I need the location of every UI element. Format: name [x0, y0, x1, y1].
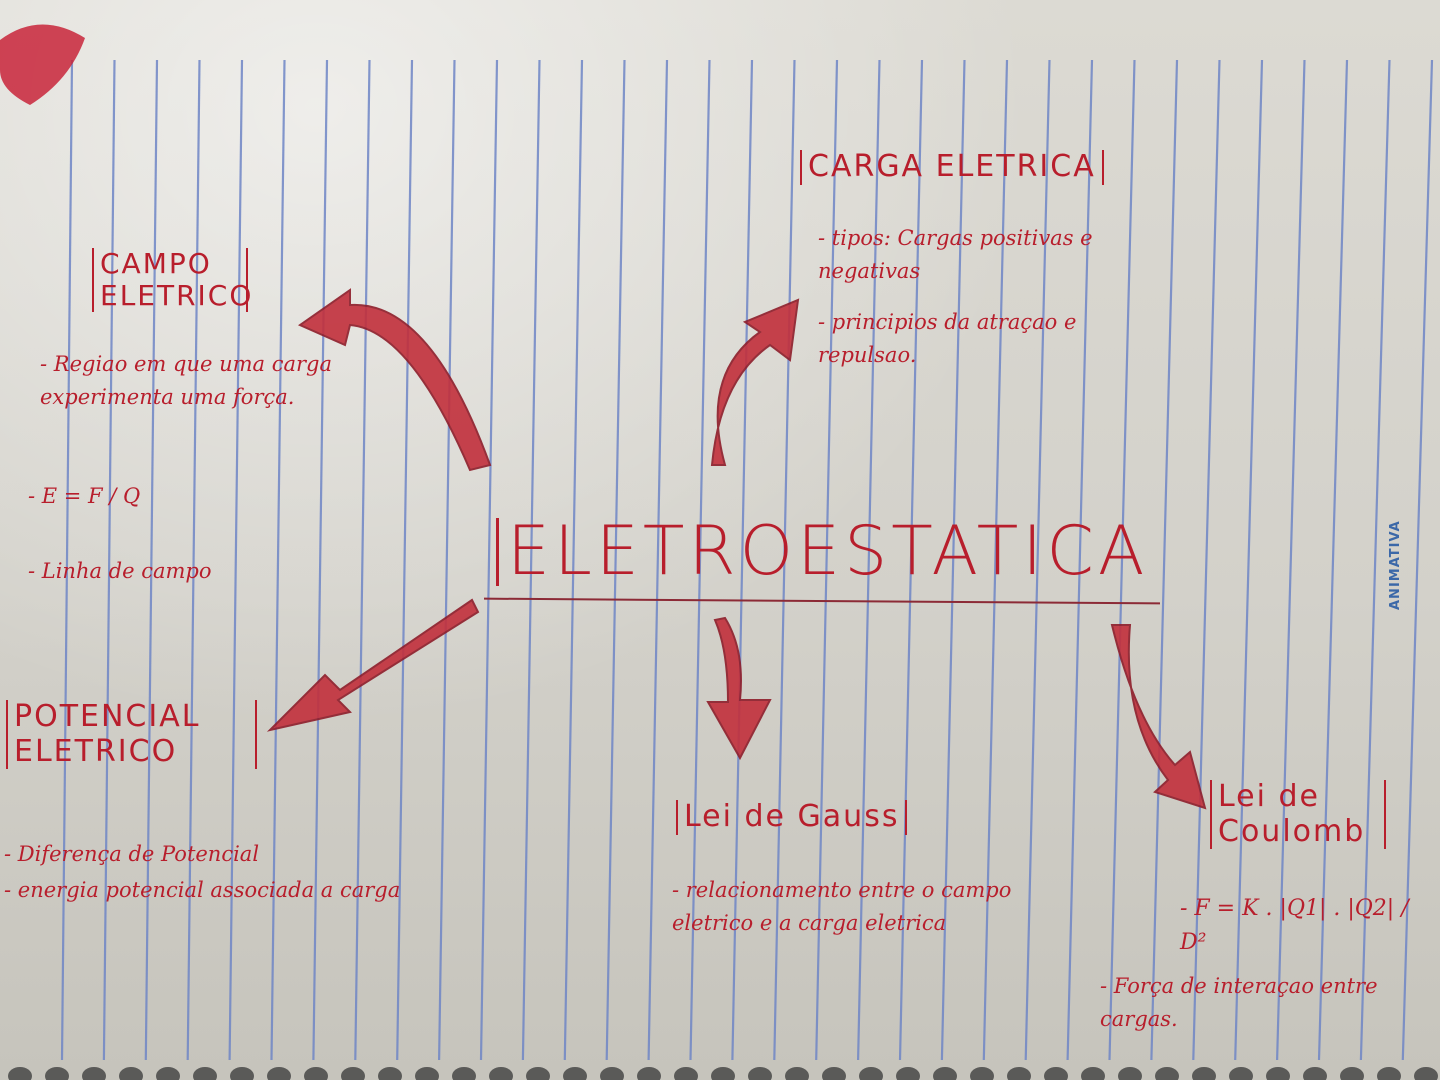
- heading-lei-de-gauss: Lei de Gauss: [676, 799, 908, 835]
- spiral-hole: [45, 1067, 69, 1080]
- spiral-hole: [156, 1067, 180, 1080]
- spiral-hole: [1081, 1067, 1105, 1080]
- note-carga-tipos: - tipos: Cargas positivas e negativas: [818, 226, 1093, 283]
- ruled-line: [438, 59, 456, 1061]
- ruled-line: [1276, 59, 1306, 1061]
- note-potencial-diferenca: - Diferença de Potencial: [4, 842, 260, 866]
- ruled-line: [270, 59, 286, 1061]
- spiral-hole: [1340, 1067, 1364, 1080]
- red-marker-corner: [0, 24, 85, 105]
- spiral-hole: [637, 1067, 661, 1080]
- arrow-to-carga-eletrica: [710, 298, 800, 466]
- ruled-line: [1066, 59, 1094, 1061]
- spiral-hole: [1266, 1067, 1290, 1080]
- ruled-line: [1234, 59, 1264, 1061]
- ruled-line: [815, 59, 839, 1061]
- arrow-to-lei-de-gauss: [706, 616, 772, 761]
- note-campo-formula: - E = F / Q: [28, 484, 141, 508]
- spiral-hole: [82, 1067, 106, 1080]
- spiral-hole: [119, 1067, 143, 1080]
- spiral-hole: [859, 1067, 883, 1080]
- spiral-hole: [341, 1067, 365, 1080]
- spiral-hole: [489, 1067, 513, 1080]
- spiral-hole: [526, 1067, 550, 1080]
- ruled-line: [1317, 59, 1349, 1061]
- arrow-to-lei-de-coulomb: [1110, 624, 1207, 810]
- ruled-line: [312, 59, 329, 1061]
- spiral-hole: [933, 1067, 957, 1080]
- ruled-line: [186, 59, 201, 1061]
- spiral-hole: [267, 1067, 291, 1080]
- spiral-hole: [452, 1067, 476, 1080]
- spiral-hole: [1007, 1067, 1031, 1080]
- spiral-hole: [304, 1067, 328, 1080]
- ruled-line: [479, 59, 499, 1061]
- spiral-hole: [193, 1067, 217, 1080]
- spiral-hole: [230, 1067, 254, 1080]
- note-coulomb-forca: - Força de interaçao entre cargas.: [1100, 974, 1378, 1031]
- ruled-line: [898, 59, 924, 1061]
- ruled-line: [144, 59, 159, 1061]
- arrow-to-campo-eletrico: [297, 288, 492, 472]
- arrow-to-potencial-eletrico: [266, 598, 480, 732]
- notebook-brand: ANIMATIVA: [1388, 520, 1403, 610]
- ruled-line: [731, 59, 754, 1061]
- spiral-hole: [600, 1067, 624, 1080]
- ruled-line: [857, 59, 881, 1061]
- ruled-line: [773, 59, 796, 1061]
- spiral-hole: [1377, 1067, 1401, 1080]
- ruled-line: [1024, 59, 1051, 1061]
- heading-carga-eletrica: CARGA ELETRICA: [800, 149, 1104, 185]
- spiral-binding: [8, 1067, 1438, 1080]
- spiral-hole: [896, 1067, 920, 1080]
- spiral-hole: [970, 1067, 994, 1080]
- ruled-line: [563, 59, 584, 1061]
- note-carga-principios: - principios da atraçao e repulsao.: [818, 310, 1077, 367]
- ruled-line: [1108, 59, 1136, 1061]
- spiral-hole: [711, 1067, 735, 1080]
- spiral-hole: [1303, 1067, 1327, 1080]
- spiral-hole: [1118, 1067, 1142, 1080]
- ruled-line: [521, 59, 541, 1061]
- spiral-hole: [748, 1067, 772, 1080]
- ruled-line: [60, 59, 74, 1061]
- ruled-line: [982, 59, 1009, 1061]
- spiral-hole: [8, 1067, 32, 1080]
- spiral-hole: [1414, 1067, 1438, 1080]
- ruled-line: [1401, 59, 1434, 1061]
- spiral-hole: [785, 1067, 809, 1080]
- ruled-line: [1192, 59, 1221, 1061]
- spiral-hole: [1192, 1067, 1216, 1080]
- spiral-hole: [1229, 1067, 1253, 1080]
- spiral-hole: [822, 1067, 846, 1080]
- note-campo-regiao: - Regiao em que uma carga experimenta um…: [40, 352, 333, 409]
- spiral-hole: [563, 1067, 587, 1080]
- ruled-line: [396, 59, 414, 1061]
- center-title: ELETROESTATICA: [496, 518, 1148, 586]
- spiral-hole: [1044, 1067, 1068, 1080]
- spiral-hole: [378, 1067, 402, 1080]
- spiral-hole: [674, 1067, 698, 1080]
- spiral-hole: [415, 1067, 439, 1080]
- heading-lei-de-coulomb: Lei de Coulomb: [1210, 779, 1386, 849]
- spiral-hole: [1155, 1067, 1179, 1080]
- ruled-line: [689, 59, 711, 1061]
- ruled-line: [1150, 59, 1179, 1061]
- ruled-line: [605, 59, 626, 1061]
- heading-potencial-eletrico: POTENCIAL ELETRICO: [6, 699, 257, 769]
- note-gauss-relacionamento: - relacionamento entre o campo eletrico …: [672, 878, 1012, 935]
- note-potencial-energia: - energia potencial associada a carga: [4, 878, 401, 902]
- ruled-line: [228, 59, 244, 1061]
- heading-campo-eletrico: CAMPO ELETRICO: [92, 247, 251, 313]
- ruled-line: [102, 59, 116, 1061]
- ruled-line: [354, 59, 371, 1061]
- note-campo-linha: - Linha de campo: [28, 559, 212, 583]
- ruled-line: [647, 59, 669, 1061]
- ruled-line: [940, 59, 966, 1061]
- note-coulomb-formula: - F = K . |Q1| . |Q2| / D²: [1180, 896, 1409, 956]
- ruled-line: [1359, 59, 1391, 1061]
